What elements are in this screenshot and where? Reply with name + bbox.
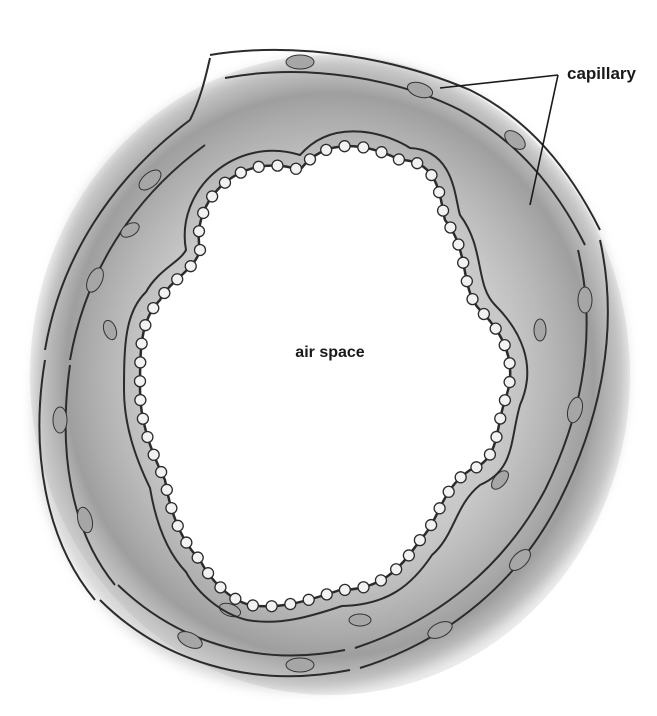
capillary-label: capillary xyxy=(567,64,637,83)
epithelial-cell xyxy=(471,462,482,473)
epithelial-cell xyxy=(207,191,218,202)
epithelial-cell xyxy=(290,163,301,174)
epithelial-cell xyxy=(230,593,241,604)
epithelial-cell xyxy=(203,568,214,579)
air-space-label: air space xyxy=(295,344,364,361)
epithelial-cell xyxy=(414,535,425,546)
epithelial-cell xyxy=(247,600,258,611)
epithelial-cell xyxy=(438,205,449,216)
epithelial-cell xyxy=(136,338,147,349)
epithelial-cell xyxy=(455,472,466,483)
epithelial-cell xyxy=(303,594,314,605)
epithelial-cell xyxy=(426,170,437,181)
epithelial-cell xyxy=(375,575,386,586)
epithelial-cell xyxy=(161,484,172,495)
epithelial-cell xyxy=(434,503,445,514)
epithelial-cell xyxy=(266,601,277,612)
epithelial-cell xyxy=(393,154,404,165)
epithelial-cell xyxy=(195,245,206,256)
epithelial-cell xyxy=(321,589,332,600)
epithelial-cell xyxy=(135,395,146,406)
epithelial-cell xyxy=(137,413,148,424)
epithelial-cell xyxy=(172,520,183,531)
epithelial-cell xyxy=(461,276,472,287)
epithelial-cell xyxy=(358,582,369,593)
epithelial-cell xyxy=(339,141,350,152)
epithelial-cell xyxy=(135,376,146,387)
epithelial-cell xyxy=(166,503,177,514)
epithelial-cell xyxy=(215,582,226,593)
epithelial-cell xyxy=(504,377,515,388)
epithelial-cell xyxy=(495,413,506,424)
epithelial-cell xyxy=(412,158,423,169)
epithelial-cell xyxy=(172,274,183,285)
epithelial-cell xyxy=(272,160,283,171)
epithelial-cell xyxy=(426,520,437,531)
capillary-leader-line xyxy=(440,75,558,88)
epithelial-cell xyxy=(142,431,153,442)
epithelial-cell xyxy=(135,357,146,368)
epithelial-cell xyxy=(148,303,159,314)
epithelial-cell xyxy=(339,584,350,595)
epithelial-cell xyxy=(192,552,203,563)
epithelial-cell xyxy=(443,486,454,497)
epithelial-cell xyxy=(403,550,414,561)
epithelial-cell xyxy=(304,154,315,165)
epithelial-cell xyxy=(285,599,296,610)
epithelial-cell xyxy=(499,395,510,406)
epithelial-cell xyxy=(321,144,332,155)
epithelial-cell xyxy=(198,207,209,218)
epithelial-cell xyxy=(193,226,204,237)
epithelial-cell xyxy=(491,431,502,442)
epithelial-cell xyxy=(478,308,489,319)
epithelial-cell xyxy=(453,239,464,250)
epithelial-cell xyxy=(467,294,478,305)
epithelial-cell xyxy=(504,358,515,369)
epithelial-cell xyxy=(391,564,402,575)
epithelial-cell xyxy=(358,142,369,153)
epithelial-cell xyxy=(376,147,387,158)
epithelial-cell xyxy=(445,222,456,233)
epithelial-cell xyxy=(159,287,170,298)
epithelial-cell xyxy=(148,449,159,460)
epithelial-cell xyxy=(434,187,445,198)
epithelial-cell xyxy=(181,537,192,548)
epithelial-cell xyxy=(235,167,246,178)
epithelial-cell xyxy=(156,467,167,478)
epithelial-cell xyxy=(185,261,196,272)
epithelial-cell xyxy=(458,257,469,268)
epithelial-cell xyxy=(140,320,151,331)
epithelial-cell xyxy=(219,177,230,188)
epithelial-cell xyxy=(499,340,510,351)
epithelial-cell xyxy=(253,161,264,172)
epithelial-cell xyxy=(484,449,495,460)
epithelial-cell xyxy=(490,323,501,334)
